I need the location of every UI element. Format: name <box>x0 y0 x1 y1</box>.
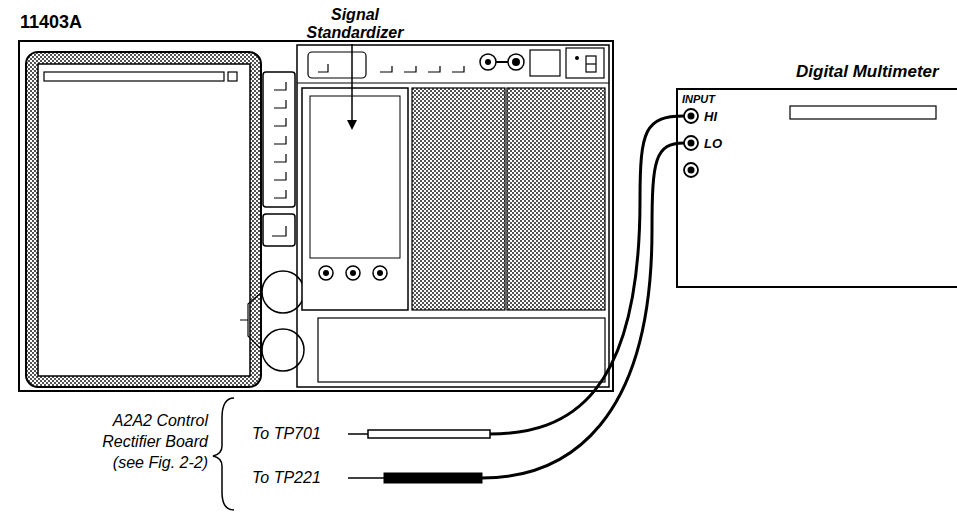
instrument-name: Digital Multimeter <box>796 62 939 82</box>
jack-label: HI <box>704 109 717 124</box>
test-point-label: To TP221 <box>252 468 347 488</box>
jack-label: LO <box>704 136 722 151</box>
oscilloscope-mainframe: 11403A <box>18 40 614 392</box>
test-point-label: To TP701 <box>252 424 347 444</box>
multimeter-box: Digital MultimeterINPUTHILO <box>676 88 957 288</box>
board-note: A2A2 Control Rectifier Board (see Fig. 2… <box>70 410 208 473</box>
jack-group-label: INPUT <box>682 93 715 105</box>
callout-label: Signal Standardizer <box>290 6 420 42</box>
instrument-name: 11403A <box>20 12 82 33</box>
